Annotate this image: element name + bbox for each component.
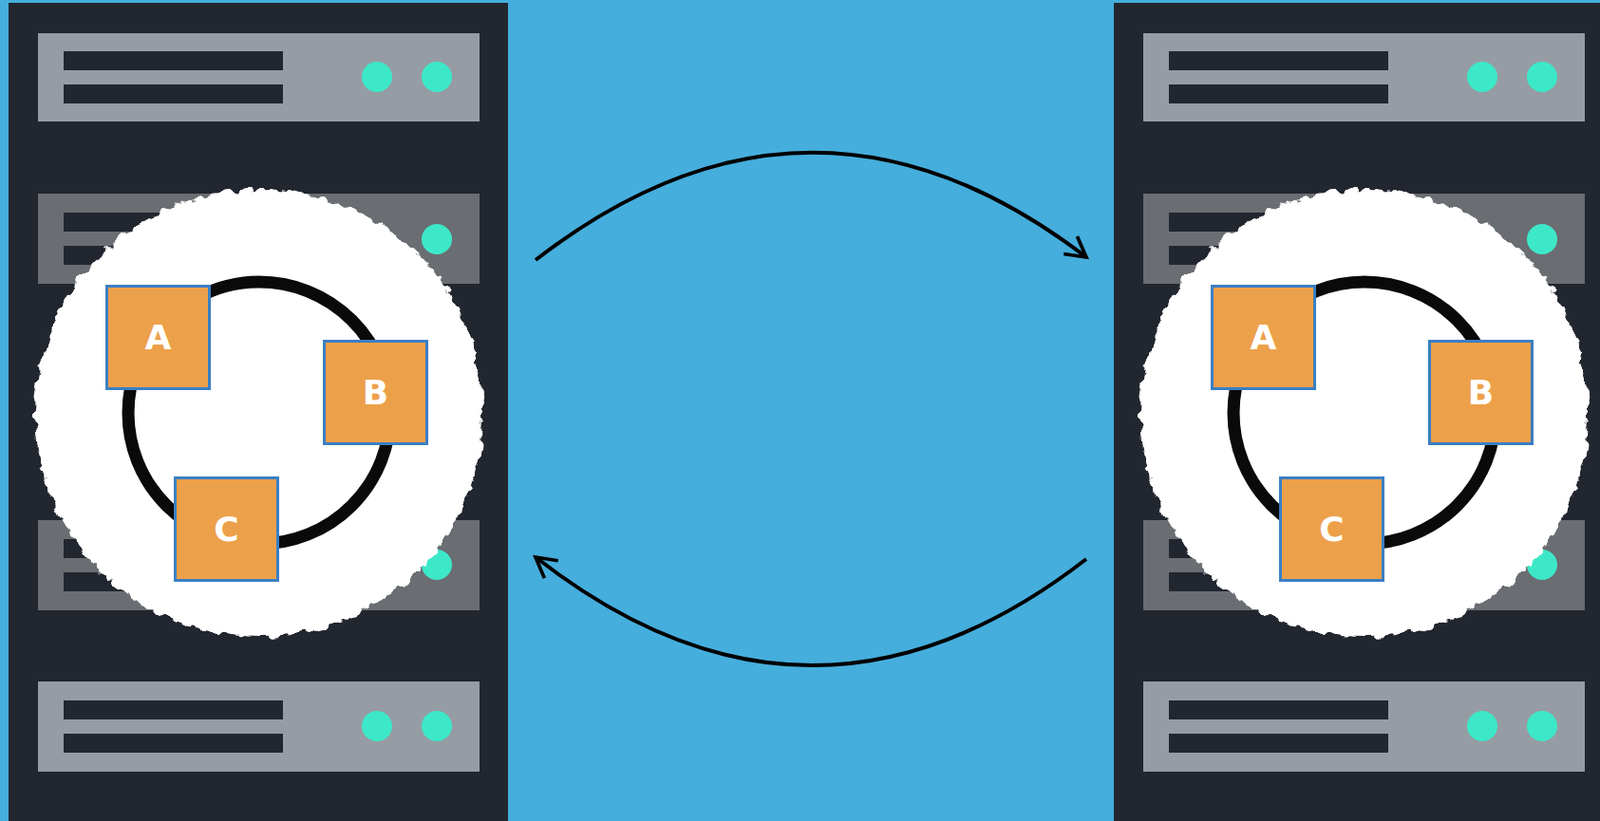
server-rack: A B C: [1111, 2, 1600, 821]
component-box: A: [1210, 284, 1317, 391]
box-label: C: [1318, 509, 1344, 549]
component-box: B: [322, 339, 429, 446]
server-rack: [8, 2, 509, 821]
box-label: B: [362, 373, 389, 413]
box-label: C: [213, 509, 239, 549]
component-box: A: [105, 284, 211, 391]
component-box: B: [1428, 339, 1534, 446]
sync-arrow: [535, 557, 1087, 666]
box-label: A: [1250, 318, 1278, 358]
server-rack: [1113, 2, 1600, 821]
box-label: A: [145, 318, 172, 358]
server-rack: A B C: [8, 2, 509, 821]
box-label: B: [1468, 373, 1494, 413]
sync-arrow: [535, 152, 1087, 261]
component-box: C: [173, 476, 280, 583]
component-box: C: [1279, 476, 1385, 583]
